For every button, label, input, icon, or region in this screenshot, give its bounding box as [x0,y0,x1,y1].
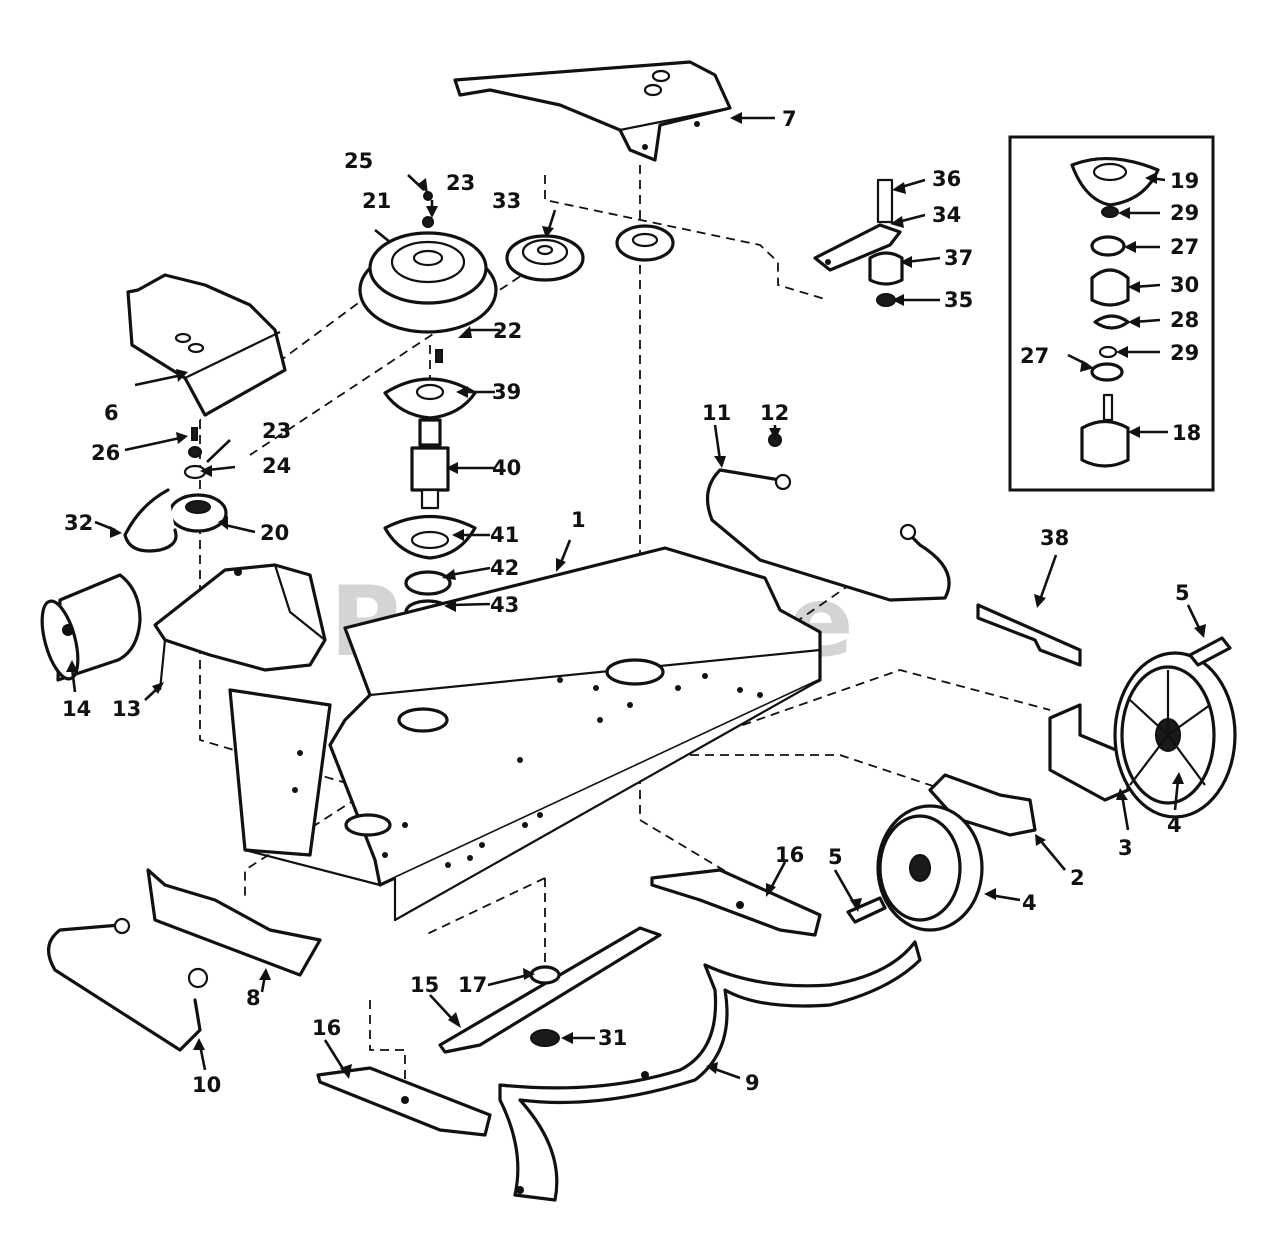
callout-11: 11 [702,401,731,425]
callout-23-top: 23 [446,171,475,195]
callout-21: 21 [362,189,391,213]
callout-41: 41 [490,523,519,547]
callout-12: 12 [760,401,789,425]
callout-3: 3 [1118,836,1133,860]
callout-31: 31 [598,1026,627,1050]
callout-5-rear: 5 [1175,581,1190,605]
part-13-discharge-chute [153,563,327,691]
callout-15: 15 [410,973,439,997]
callout-16-right: 16 [775,843,804,867]
callout-29-top: 29 [1170,201,1199,225]
callout-14: 14 [62,697,91,721]
callout-4-front: 4 [1022,891,1037,915]
callout-28: 28 [1170,308,1199,332]
callout-42: 42 [490,556,519,580]
parts-34-37-lever [813,178,904,307]
part-10-rod [47,917,209,1052]
callout-34: 34 [932,203,961,227]
part-33-idler-pulley [505,224,675,282]
callout-24: 24 [262,454,291,478]
part-6-left-cover [126,273,287,417]
callout-30: 30 [1170,273,1199,297]
callout-26: 26 [91,441,120,465]
callout-33: 33 [492,189,521,213]
part-11-rod [705,433,951,602]
callout-1: 1 [571,508,586,532]
part-39-bearing-housing [383,377,477,420]
callout-7: 7 [782,107,797,131]
blades [316,868,822,1137]
callout-2: 2 [1070,866,1085,890]
part-41-bearing-housing [383,514,477,560]
part-38-bracket [976,603,1082,667]
callout-23-left: 23 [262,419,291,443]
callout-38: 38 [1040,526,1069,550]
part-7-belt-cover [453,60,732,162]
callout-10: 10 [192,1073,221,1097]
callout-19: 19 [1170,169,1199,193]
callout-labels: 1 2 3 4 4 5 5 6 7 8 9 10 11 12 13 14 15 … [62,107,1201,1097]
part-14-cylinder [40,573,142,682]
front-wheel-assembly [846,773,1037,932]
callout-18: 18 [1172,421,1201,445]
callout-32: 32 [64,511,93,535]
callout-37: 37 [944,246,973,270]
callout-25: 25 [344,149,373,173]
part-1-deck-body [228,546,822,922]
assembly-lines [199,165,1051,1100]
callout-20: 20 [260,521,289,545]
callout-27-top: 27 [1170,235,1199,259]
part-21-drive-pulley [358,231,498,334]
callout-13: 13 [112,697,141,721]
callout-40: 40 [492,456,521,480]
part-40-spindle [410,418,450,510]
callout-4-rear: 4 [1167,813,1182,837]
callout-8: 8 [246,986,261,1010]
leader-lines [66,112,1206,1080]
callout-36: 36 [932,167,961,191]
callout-6: 6 [104,401,119,425]
callout-29-bottom: 29 [1170,341,1199,365]
callout-22: 22 [493,319,522,343]
callout-39: 39 [492,380,521,404]
right-wheel-assembly [1048,636,1237,819]
callout-43: 43 [490,593,519,617]
callout-5-front: 5 [828,845,843,869]
part-8-baffle [146,868,322,977]
spindle-inset [1008,135,1215,492]
part-9-curved-baffle [498,940,922,1202]
callout-27-left: 27 [1020,344,1049,368]
part-32-spring [123,488,178,553]
pulley-fasteners [422,191,443,363]
callout-17: 17 [458,973,487,997]
callout-9: 9 [745,1071,760,1095]
callout-16-left: 16 [312,1016,341,1040]
callout-35: 35 [944,288,973,312]
